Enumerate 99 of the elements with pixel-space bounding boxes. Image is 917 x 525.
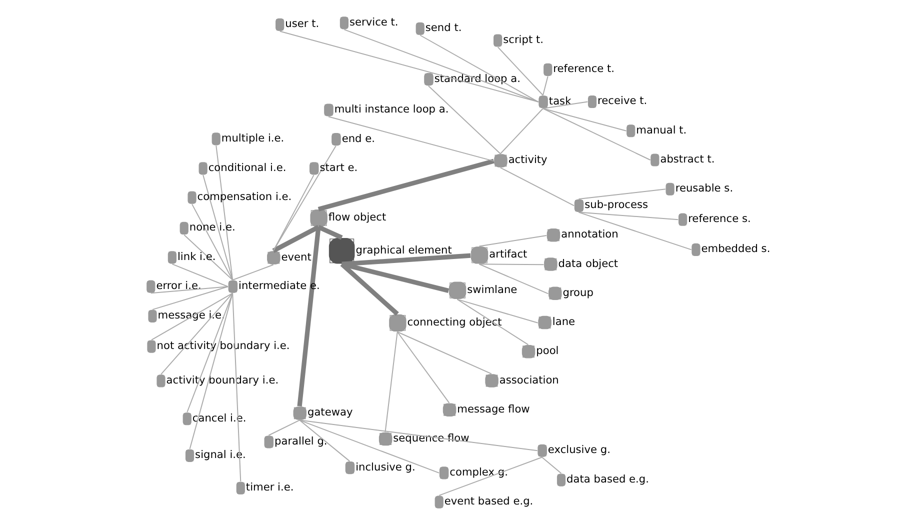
node-label: pool xyxy=(536,345,558,358)
connector xyxy=(150,292,233,340)
node-label: timer i.e. xyxy=(245,482,294,494)
node-label: embedded s. xyxy=(700,243,770,256)
connector xyxy=(396,331,492,374)
connector xyxy=(150,286,228,294)
node-label: service t. xyxy=(349,16,398,28)
connector xyxy=(317,158,494,212)
connector xyxy=(296,226,320,406)
node-label: not activity boundary i.e. xyxy=(156,340,290,352)
connector xyxy=(456,298,538,324)
connector xyxy=(188,292,233,450)
node-label: flow object xyxy=(328,212,386,224)
node-label: sub-process xyxy=(584,199,648,212)
node-label: script t. xyxy=(502,34,543,46)
connector xyxy=(478,264,548,294)
connector xyxy=(384,331,398,433)
node-label: task xyxy=(548,95,571,108)
node-label: manual t. xyxy=(636,124,686,136)
connector xyxy=(232,292,241,482)
node-label: gateway xyxy=(306,406,352,419)
connector xyxy=(268,420,300,436)
node-label: connecting object xyxy=(406,316,502,328)
connector xyxy=(542,76,548,96)
connector xyxy=(478,234,547,247)
node-label: exclusive g. xyxy=(547,444,610,456)
node-label: activity xyxy=(508,154,547,166)
connector xyxy=(171,264,228,288)
connector xyxy=(542,101,588,109)
node-label: reference t. xyxy=(552,63,614,76)
node-label: artifact xyxy=(488,248,527,261)
node-label: activity boundary i.e. xyxy=(166,374,278,386)
node-label: error i.e. xyxy=(156,280,201,292)
connector xyxy=(343,29,538,102)
node-label: link i.e. xyxy=(176,250,216,263)
node-label: graphical element xyxy=(355,244,452,256)
connector xyxy=(499,167,574,206)
connector xyxy=(496,46,543,96)
connector xyxy=(427,85,500,154)
node-label: event based e.g. xyxy=(444,496,533,508)
node-label: multi instance loop a. xyxy=(334,104,448,116)
node-label: intermediate e. xyxy=(238,280,320,292)
connector xyxy=(540,456,562,474)
connector xyxy=(298,420,538,452)
connector xyxy=(298,420,350,462)
connector xyxy=(278,30,538,102)
node-label: group xyxy=(562,286,593,299)
connector xyxy=(341,253,470,266)
node-label: reusable s. xyxy=(674,182,733,195)
node-label: complex g. xyxy=(449,466,508,478)
connector xyxy=(191,204,233,280)
node-label: receive t. xyxy=(597,95,647,108)
connector xyxy=(542,108,626,132)
node-label: end e. xyxy=(341,132,375,145)
connector xyxy=(272,174,314,252)
node-label: start e. xyxy=(319,162,358,174)
connector xyxy=(152,286,228,310)
connector xyxy=(317,224,342,240)
node-label: lane xyxy=(552,316,575,328)
node-label: reference s. xyxy=(688,213,750,226)
connector xyxy=(578,212,678,220)
connector xyxy=(578,188,666,200)
connector xyxy=(340,262,449,293)
connector xyxy=(272,145,336,252)
connector xyxy=(478,264,544,266)
connector xyxy=(232,264,274,280)
node-label: multiple i.e. xyxy=(220,132,284,144)
node-label: send t. xyxy=(424,22,462,34)
connector xyxy=(272,225,320,253)
connector xyxy=(456,298,528,346)
node-label: data based e.g. xyxy=(566,474,648,486)
node-label: association xyxy=(498,374,558,386)
connector xyxy=(396,331,450,404)
connector xyxy=(186,292,233,413)
connector xyxy=(438,456,542,496)
connector xyxy=(340,262,398,316)
node-label: conditional i.e. xyxy=(208,162,286,174)
connector xyxy=(202,174,233,280)
node-label: data object xyxy=(558,258,618,270)
connector xyxy=(160,292,233,375)
node-label: abstract t. xyxy=(660,154,714,166)
connector xyxy=(327,116,494,162)
connector xyxy=(215,145,233,280)
node-label: compensation i.e. xyxy=(196,191,292,204)
node-label: inclusive g. xyxy=(355,461,415,474)
node-label: event xyxy=(280,251,311,264)
connector xyxy=(542,108,650,160)
node-label: parallel g. xyxy=(274,436,327,448)
connector xyxy=(578,212,692,250)
connector xyxy=(499,108,543,154)
node-label: message flow xyxy=(456,403,530,416)
connector xyxy=(183,234,233,280)
node-label: swimlane xyxy=(466,284,517,296)
node-label: message i.e. xyxy=(157,310,224,322)
connector xyxy=(419,34,538,102)
node-label: annotation xyxy=(560,228,618,241)
node-label: user t. xyxy=(284,18,319,30)
node-label: none i.e. xyxy=(188,222,235,234)
connector xyxy=(298,420,440,474)
